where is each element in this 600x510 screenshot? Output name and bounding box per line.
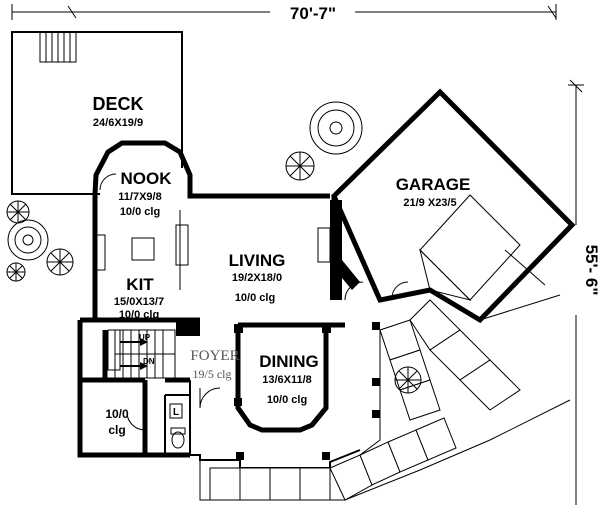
laundry-label: L xyxy=(173,407,179,418)
doors xyxy=(99,173,409,431)
nook-name: NOOK xyxy=(121,169,173,188)
den-ceiling: clg xyxy=(108,423,125,437)
kit-name: KIT xyxy=(126,275,154,294)
exterior-walls xyxy=(77,88,576,469)
den-size: 10/0 xyxy=(105,407,129,421)
room-nook-label: NOOK 11/7X9/8 10/0 clg xyxy=(118,169,172,218)
living-name: LIVING xyxy=(229,251,286,270)
dining-size: 13/6X11/8 xyxy=(262,374,312,386)
garage-name: GARAGE xyxy=(396,175,471,194)
landscaping xyxy=(6,101,422,394)
fixtures: L xyxy=(169,403,186,449)
stairs-up-label: UP xyxy=(139,333,151,342)
shrub-icon xyxy=(46,248,74,276)
garage-car-outlines xyxy=(419,194,561,321)
columns xyxy=(176,320,380,460)
shrub-icon xyxy=(394,366,422,394)
dining-ceiling: 10/0 clg xyxy=(267,394,307,406)
front-walkway xyxy=(199,299,571,501)
room-kit-label: KIT 15/0X13/7 10/0 clg xyxy=(114,275,164,321)
room-dining-label: DINING 13/6X11/8 10/0 clg xyxy=(259,352,319,406)
living-size: 19/2X18/0 xyxy=(232,272,282,284)
nook-size: 11/7X9/8 xyxy=(118,191,161,203)
room-deck-label: DECK 24/6X19/9 xyxy=(92,94,143,129)
tree-icon xyxy=(7,219,49,261)
stairs-down-label: DN xyxy=(143,357,155,366)
deck-name: DECK xyxy=(92,94,143,114)
nook-ceiling: 10/0 clg xyxy=(120,206,160,218)
room-den-label: 10/0 clg xyxy=(105,407,129,437)
kit-size: 15/0X13/7 xyxy=(114,296,164,308)
living-ceiling: 10/0 clg xyxy=(235,292,275,304)
foyer-name: FOYER xyxy=(190,348,239,364)
depth-dimension: 55'- 6" xyxy=(568,79,600,505)
garage-size: 21/9 X23/5 xyxy=(403,197,456,209)
dining-name: DINING xyxy=(259,352,319,371)
room-foyer-label: FOYER 19/5 clg xyxy=(190,348,239,381)
staircase: UP DN xyxy=(114,329,176,379)
deck xyxy=(11,31,183,195)
room-living-label: LIVING 19/2X18/0 10/0 clg xyxy=(229,251,286,304)
foyer-ceiling: 19/5 clg xyxy=(193,367,232,381)
width-dimension-label: 70'-7" xyxy=(290,4,336,23)
kit-ceiling: 10/0 clg xyxy=(119,309,159,321)
tree-icon xyxy=(309,101,363,155)
room-garage-label: GARAGE 21/9 X23/5 xyxy=(396,175,471,209)
shrub-icon xyxy=(285,151,315,181)
width-dimension: 70'-7" xyxy=(11,4,557,23)
shrub-icon xyxy=(6,262,26,282)
deck-size: 24/6X19/9 xyxy=(93,117,143,129)
depth-dimension-label: 55'- 6" xyxy=(582,245,600,296)
fireplace xyxy=(317,200,360,300)
shrub-icon xyxy=(6,200,30,224)
